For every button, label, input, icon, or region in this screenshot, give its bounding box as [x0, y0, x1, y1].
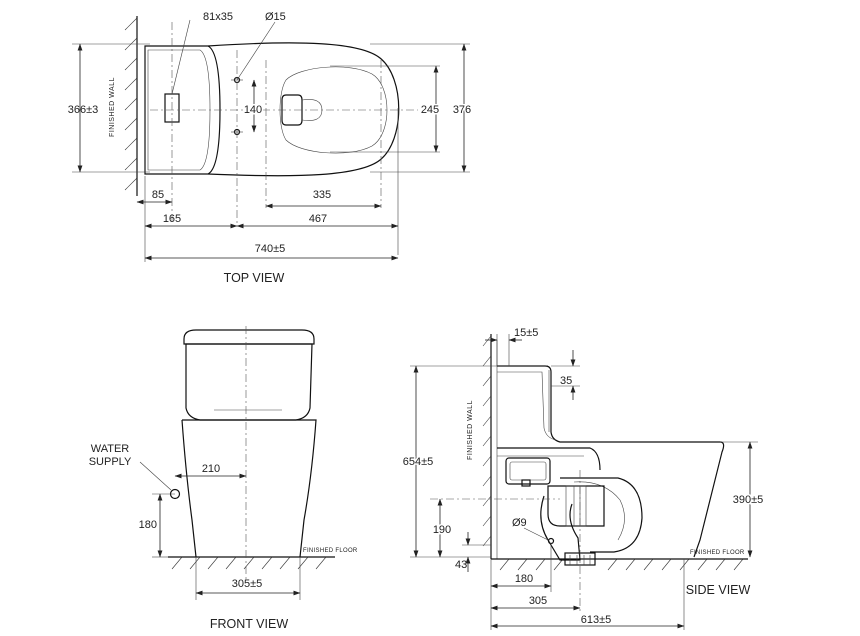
side-trapway [540, 477, 643, 566]
dim-front-210: 210 [202, 463, 220, 475]
side-floor-hatch [499, 558, 744, 571]
side-tank-outline [497, 365, 725, 558]
front-finished-floor-label: FINISHED FLOOR [303, 548, 358, 554]
dim-side-180: 180 [515, 573, 533, 585]
water-supply-label-1: WATER [91, 443, 130, 455]
dim-245: 245 [421, 104, 439, 116]
dim-side-35: 35 [560, 375, 572, 387]
dim-side-43: 43 [455, 559, 467, 571]
dim-side-654: 654±5 [403, 456, 434, 468]
water-supply-label-2: SUPPLY [89, 456, 132, 468]
dim-side-d9: Ø9 [512, 517, 527, 529]
side-view-title: SIDE VIEW [686, 583, 751, 597]
front-view-title: FRONT VIEW [210, 617, 288, 631]
dim-376: 376 [453, 104, 471, 116]
side-finished-wall-label: FINISHED WALL [467, 400, 474, 460]
dim-front-180: 180 [139, 519, 157, 531]
dim-740: 740±5 [255, 243, 286, 255]
top-bowl-outline [207, 42, 400, 177]
dim-side-190: 190 [433, 524, 451, 536]
front-floor-hatch [171, 556, 327, 570]
dim-front-305: 305±5 [232, 578, 263, 590]
top-bowl-inner [279, 66, 388, 154]
dim-d15: Ø15 [265, 11, 286, 23]
side-view: FINISHED WALL FINISHED FLOOR [401, 327, 765, 630]
side-inlet-box [505, 457, 551, 485]
top-finished-wall-label: FINISHED WALL [109, 77, 116, 137]
dim-140: 140 [244, 104, 262, 116]
dim-366: 366±3 [68, 104, 99, 116]
top-view: FINISHED WALL 366±3 81x35 Ø15 [68, 11, 473, 285]
dim-side-390: 390±5 [733, 494, 764, 506]
dim-side-305: 305 [529, 595, 547, 607]
top-view-title: TOP VIEW [224, 271, 285, 285]
dim-335: 335 [313, 189, 331, 201]
dim-165: 165 [163, 213, 181, 225]
side-wall-hatch [482, 335, 492, 547]
front-view: FINISHED FLOOR WATER SUPPLY 210 180 305±… [89, 326, 358, 631]
side-finished-floor-label: FINISHED FLOOR [690, 550, 745, 556]
top-wall-hatch [124, 17, 138, 191]
dim-85: 85 [152, 189, 164, 201]
dim-81x35: 81x35 [203, 11, 233, 23]
dim-side-15: 15±5 [514, 327, 538, 339]
front-bowl [181, 419, 317, 558]
front-tank [185, 343, 313, 421]
front-tank-lid [183, 329, 315, 345]
dim-467: 467 [309, 213, 327, 225]
dim-side-613: 613±5 [581, 614, 612, 626]
top-outlet-shape [281, 94, 303, 126]
